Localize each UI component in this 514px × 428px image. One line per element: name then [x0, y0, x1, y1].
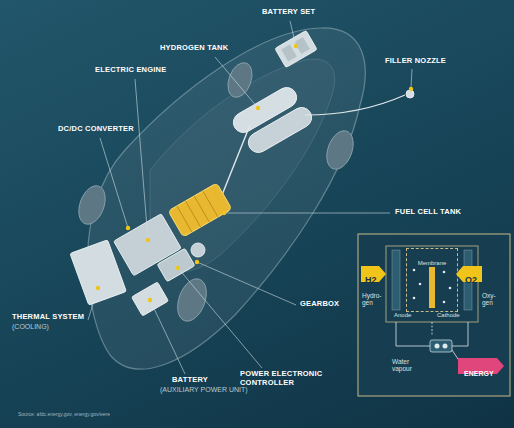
illustration-part	[88, 288, 98, 320]
illustration-part	[419, 283, 422, 286]
illustration-part	[178, 268, 262, 368]
part-label: GEARBOX	[300, 300, 339, 309]
illustration-part	[176, 266, 180, 270]
illustration-part	[96, 286, 100, 290]
illustration-part	[294, 44, 298, 48]
illustration-part	[443, 301, 446, 304]
illustration-part	[203, 191, 218, 217]
illustration-part	[135, 79, 148, 240]
illustration-part	[177, 206, 192, 232]
ions	[413, 269, 452, 304]
electrode-label: Cathode	[437, 312, 460, 319]
cell-frame	[386, 246, 478, 322]
illustration-part	[224, 59, 257, 100]
car-window	[150, 59, 335, 271]
part-label: FILLER NOZZLE	[385, 57, 446, 66]
illustration-part	[148, 298, 152, 302]
part-label: POWER ELECTRONIC CONTROLLER	[240, 370, 332, 387]
illustration-part	[409, 87, 413, 91]
illustration-part	[245, 104, 316, 156]
illustration-part	[226, 213, 390, 214]
illustration-part	[215, 57, 258, 108]
illustration-part	[157, 248, 195, 281]
part-label: BATTERY	[172, 376, 208, 385]
part-sublabel: (AUXILIARY POWER UNIT)	[160, 386, 248, 394]
illustration-part	[132, 282, 169, 316]
hydrogen-pipe	[222, 125, 250, 195]
illustration-part	[168, 183, 231, 237]
illustration-part	[70, 240, 126, 305]
anode-plate	[392, 250, 400, 310]
illustration-part	[322, 127, 358, 173]
illustration-part	[411, 69, 412, 88]
illustration-part	[275, 30, 317, 67]
illustration-part	[430, 340, 452, 352]
electrode-label: Anode	[394, 312, 411, 319]
part-label: FUEL CELL TANK	[395, 208, 461, 217]
illustration-part	[443, 271, 446, 274]
load-device	[430, 340, 452, 352]
membrane-core	[429, 262, 435, 308]
illustration-part	[195, 260, 199, 264]
membrane-box: Membrane	[406, 248, 458, 312]
illustration-part	[194, 196, 209, 222]
battery-set	[275, 30, 317, 67]
node-text: O2	[465, 276, 477, 286]
energy-badge: ENERGY	[458, 358, 504, 374]
illustration-part	[146, 238, 150, 242]
part-label: THERMAL SYSTEM	[12, 313, 84, 322]
fuel-cell	[168, 183, 231, 237]
illustration-part	[256, 106, 260, 110]
illustration-part	[396, 322, 430, 346]
gas-label: Oxy-gen	[482, 292, 499, 307]
illustration-part	[150, 300, 185, 374]
illustration-part	[449, 287, 452, 290]
filler-nozzle	[406, 90, 414, 98]
illustration-part	[191, 243, 205, 257]
part-label: BATTERY SET	[262, 8, 315, 17]
part-label: HYDROGEN TANK	[160, 44, 228, 53]
part-label: ELECTRIC ENGINE	[95, 66, 166, 75]
part-label: DC/DC CONVERTER	[58, 125, 134, 134]
gas-label: Hydro-gen	[362, 292, 384, 307]
filler-hose	[305, 95, 405, 115]
illustration-part	[222, 211, 226, 215]
front-module	[70, 214, 205, 316]
node-text: Membrane	[417, 260, 448, 267]
car-body	[88, 28, 366, 369]
illustration-part	[432, 322, 433, 336]
illustration-part	[413, 269, 416, 272]
illustration-part	[452, 322, 468, 346]
illustration-part	[74, 182, 110, 228]
illustration-part	[172, 275, 211, 325]
illustration-part	[443, 344, 448, 349]
illustration-part	[435, 344, 440, 349]
output-label: Water vapour	[392, 358, 424, 373]
part-sublabel: (COOLING)	[12, 323, 49, 331]
gas-badge: O2	[456, 266, 482, 282]
source-note: Source: afdc.energy.gov, energy.gov/eere	[18, 412, 110, 418]
illustration-part	[413, 297, 416, 300]
illustration-part	[197, 262, 296, 305]
node-text: ENERGY	[464, 370, 494, 378]
node-text: H2	[365, 276, 377, 286]
illustration-part	[186, 201, 201, 227]
illustration-part	[100, 138, 128, 228]
illustration-part	[294, 37, 310, 54]
illustration-part	[290, 21, 296, 46]
inset-panel	[358, 234, 510, 396]
illustration-part	[126, 226, 130, 230]
gas-badge: H2	[361, 266, 386, 282]
